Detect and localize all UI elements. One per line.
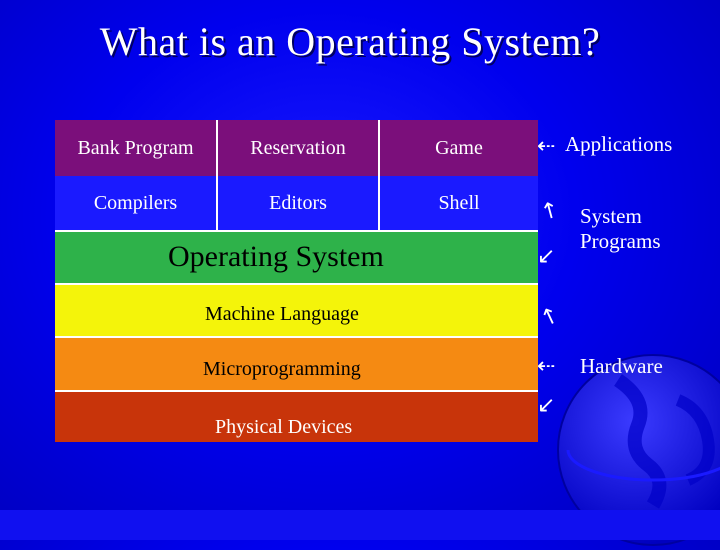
hardware-label: Hardware [580,354,663,378]
arrow-machine-icon: ↖ [536,301,563,332]
game-cell: Game [380,120,538,176]
footer-bar [0,510,720,540]
bank-program-cell: Bank Program [55,120,218,176]
arrow-system-lower-icon: ↙ [537,244,556,269]
shell-cell: Shell [380,176,538,232]
slide-title: What is an Operating System? [99,19,601,64]
microprogramming-layer: Microprogramming [55,336,538,390]
reservation-cell: Reservation [218,120,380,176]
physical-devices-layer: Physical Devices [55,390,538,442]
compilers-cell: Compilers [55,176,218,232]
arrow-physical-icon: ↙ [537,393,556,418]
arrow-hardware-icon: ⇠ [537,354,556,379]
arrow-system-upper-icon: ↖ [535,195,564,227]
operating-system-layer: Operating System [55,230,538,283]
machine-language-layer: Machine Language [55,283,538,336]
arrow-applications-icon: ⇠ [537,134,556,159]
applications-label: Applications [565,132,673,156]
globe-icon [557,354,720,546]
editors-cell: Editors [218,176,380,232]
system-programs-label: System Programs [580,204,661,254]
